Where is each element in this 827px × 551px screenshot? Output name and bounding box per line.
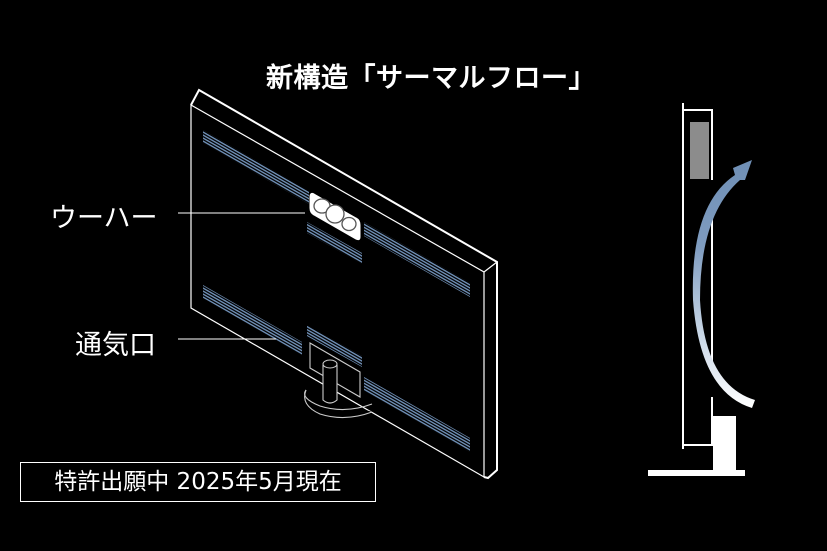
stand-base — [648, 470, 745, 476]
vent-stripes — [203, 130, 470, 452]
tv-depth-edge — [190, 88, 498, 480]
vent-lower-right — [364, 377, 470, 452]
vent-lower-middle — [307, 325, 362, 367]
side-view-illustration — [648, 103, 755, 476]
tv-rear-illustration — [190, 88, 498, 480]
vent-label: 通気口 — [75, 330, 156, 361]
vent-upper-middle — [307, 222, 362, 264]
vent-lower-left — [203, 285, 302, 355]
woofer-label: ウーハー — [50, 203, 158, 234]
diagram-title: 新構造「サーマルフロー」 — [266, 63, 596, 94]
woofer-side-block — [690, 122, 709, 179]
stand-side-block — [713, 416, 736, 470]
woofer-unit — [309, 192, 361, 241]
airflow-arrow — [692, 160, 755, 408]
tv-stand — [304, 342, 373, 419]
vent-upper-right — [364, 222, 470, 297]
patent-note: 特許出願中 2025年5月現在 — [20, 462, 376, 502]
vent-upper-left — [203, 130, 309, 204]
